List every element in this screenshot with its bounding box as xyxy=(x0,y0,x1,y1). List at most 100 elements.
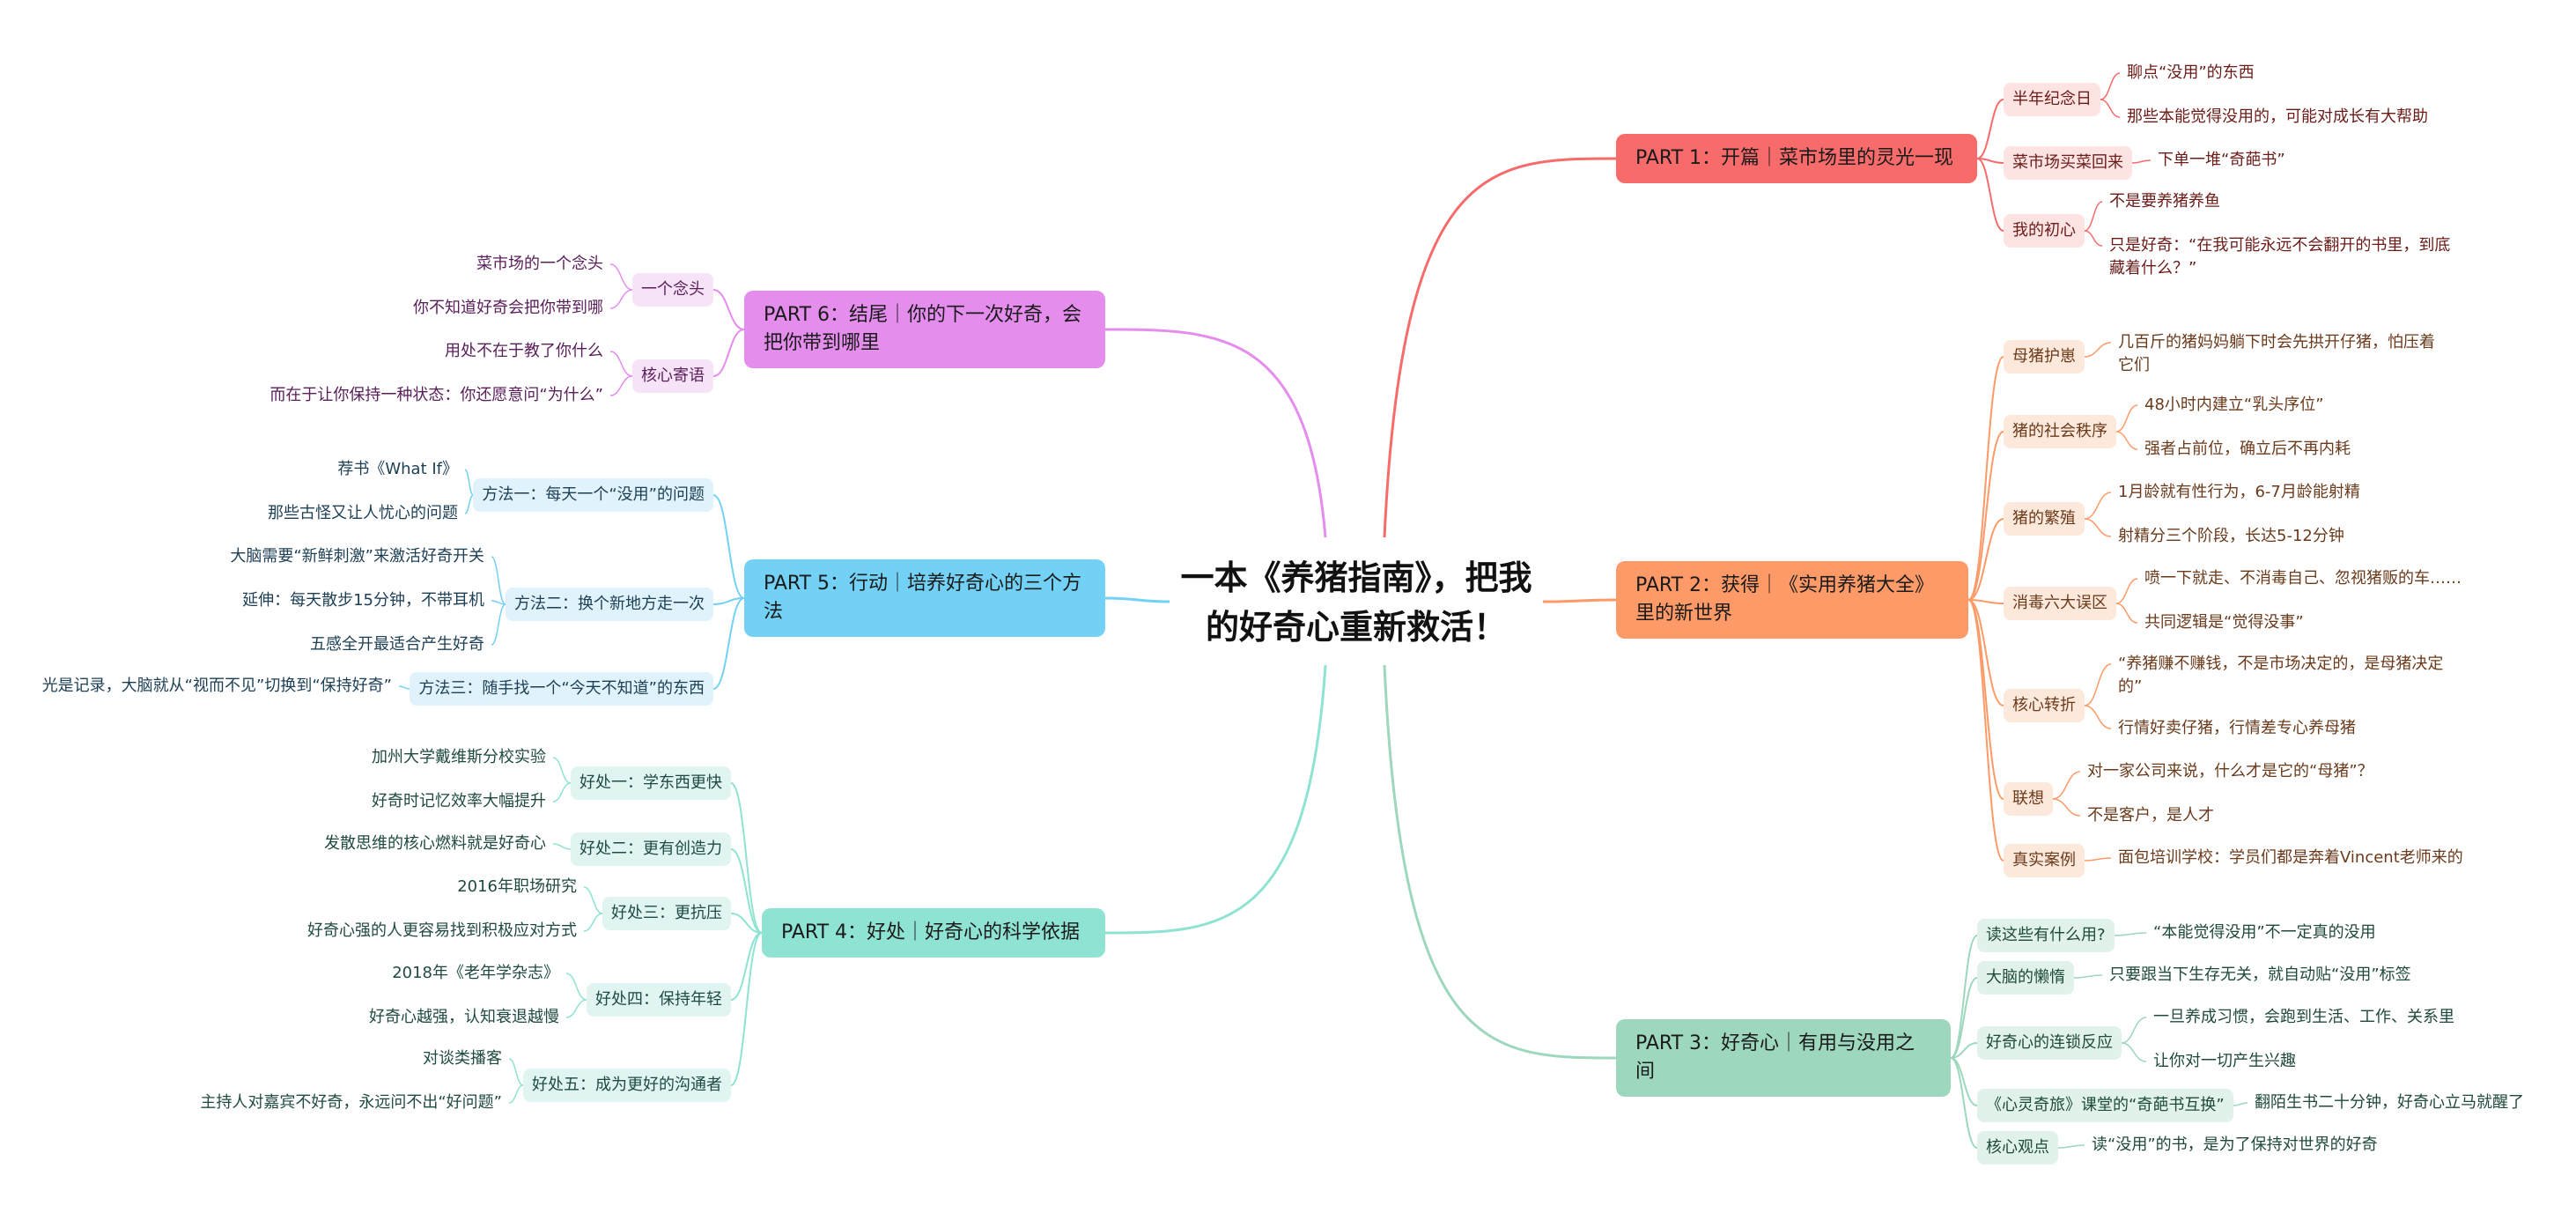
connector-line xyxy=(2052,771,2081,800)
connector-line xyxy=(712,494,745,599)
branch-label: 消毒六大误区 xyxy=(2012,594,2107,612)
branch[interactable]: 联想 xyxy=(2004,782,2053,816)
branch[interactable]: 方法二：换个新地方走一次 xyxy=(506,588,713,621)
connector-line xyxy=(2084,492,2112,520)
leaf-text: 面包培训学校：学员们都是奔着Vincent老师来的 xyxy=(2118,848,2463,867)
connector-line xyxy=(730,913,763,934)
leaf: “本能觉得没用”不一定真的没用 xyxy=(2153,921,2376,944)
leaf: 强者占前位，确立后不再内耗 xyxy=(2144,438,2351,461)
leaf: 射精分三个阶段，长达5-12分钟 xyxy=(2118,525,2344,548)
branch-market[interactable]: 菜市场买菜回来 xyxy=(2004,146,2132,180)
leaf-text: 荐书《What If》 xyxy=(337,460,458,478)
leaf: 面包培训学校：学员们都是奔着Vincent老师来的 xyxy=(2118,847,2463,869)
part-4-topic[interactable]: PART 4：好处｜好奇心的科学依据 xyxy=(762,908,1105,958)
connector-line xyxy=(1967,599,2004,800)
leaf: 菜市场的一个念头 xyxy=(476,253,603,276)
connector-line xyxy=(712,289,745,330)
leaf-text: 用处不在于教了你什么 xyxy=(445,342,603,360)
branch[interactable]: 好奇心的连锁反应 xyxy=(1977,1026,2122,1060)
branch[interactable]: 《心灵奇旅》课堂的“奇葩书互换” xyxy=(1977,1089,2233,1122)
leaf: 大脑需要“新鲜刺激”来激活好奇开关 xyxy=(230,545,484,568)
connector-line xyxy=(1950,935,1978,1059)
branch[interactable]: 消毒六大误区 xyxy=(2004,587,2116,620)
leaf-text: 1月龄就有性行为，6-7月龄能射精 xyxy=(2118,483,2360,501)
connector-line xyxy=(2084,342,2112,358)
branch-semiannual[interactable]: 半年纪念日 xyxy=(2004,83,2100,116)
branch-label: 核心寄语 xyxy=(641,366,705,385)
part-3-topic[interactable]: PART 3：好奇心｜有用与没用之间 xyxy=(1616,1019,1951,1097)
connector-line xyxy=(552,757,572,784)
leaf-text: 加州大学戴维斯分校实验 xyxy=(372,748,546,766)
branch[interactable]: 核心观点 xyxy=(1977,1131,2058,1165)
leaf-text: 48小时内建立“乳头序位” xyxy=(2144,396,2324,414)
branch-label: 《心灵奇旅》课堂的“奇葩书互换” xyxy=(1986,1096,2225,1114)
leaf-text: 2018年《老年学杂志》 xyxy=(392,964,559,982)
branch-label: 方法二：换个新地方走一次 xyxy=(514,595,705,613)
connector-line xyxy=(609,263,633,291)
leaf-text: 只要跟当下生存无关，就自动贴“没用”标签 xyxy=(2109,965,2411,984)
branch[interactable]: 好处四：保持年轻 xyxy=(587,983,731,1017)
leaf: 1月龄就有性行为，6-7月龄能射精 xyxy=(2118,481,2360,504)
part-6-topic[interactable]: PART 6：结尾｜你的下一次好奇，会把你带到哪里 xyxy=(744,291,1105,368)
leaf: 行情好卖仔猪，行情差专心养母猪 xyxy=(2118,717,2356,740)
leaf-text: 不是客户，是人才 xyxy=(2087,806,2214,825)
connector-line xyxy=(491,556,506,605)
leaf: 只是好奇：“在我可能永远不会翻开的书里，到底藏着什么？” xyxy=(2109,234,2453,280)
branch-label: 菜市场买菜回来 xyxy=(2012,153,2123,172)
connector-line xyxy=(508,1058,524,1086)
connector-line xyxy=(1104,328,1327,538)
branch[interactable]: 母猪护崽 xyxy=(2004,340,2085,374)
part-6-title: PART 6：结尾｜你的下一次好奇，会把你带到哪里 xyxy=(764,304,1082,354)
connector-line xyxy=(2115,431,2138,450)
branch-label: 好处四：保持年轻 xyxy=(595,990,722,1009)
branch[interactable]: 大脑的懒惰 xyxy=(1977,961,2074,995)
connector-line xyxy=(2073,974,2103,979)
connector-line xyxy=(583,886,603,914)
branch[interactable]: 方法三：随手找一个“今天不知道”的东西 xyxy=(410,672,713,706)
branch[interactable]: 猪的社会秩序 xyxy=(2004,415,2116,448)
leaf: 好奇心越强，认知衰退越慢 xyxy=(369,1006,559,1029)
part-2-topic[interactable]: PART 2：获得｜《实用养猪大全》里的新世界 xyxy=(1616,561,1968,639)
connector-line xyxy=(491,600,506,605)
branch-label: 核心转折 xyxy=(2012,696,2076,714)
connector-line xyxy=(609,375,633,396)
branch-label: 猪的社会秩序 xyxy=(2012,422,2107,440)
leaf: “养猪赚不赚钱，不是市场决定的，是母猪决定的” xyxy=(2118,653,2444,699)
branch[interactable]: 好处三：更抗压 xyxy=(602,897,731,930)
leaf-text: 翻陌生书二十分钟，好奇心立马就醒了 xyxy=(2255,1093,2524,1112)
connector-line xyxy=(1104,596,1170,603)
leaf: 加州大学戴维斯分校实验 xyxy=(372,746,546,769)
part-1-topic[interactable]: PART 1：开篇｜菜市场里的灵光一现 xyxy=(1616,134,1977,183)
branch-intent[interactable]: 我的初心 xyxy=(2004,214,2085,248)
connector-line xyxy=(1967,599,2004,862)
leaf-text: 一旦养成习惯，会跑到生活、工作、关系里 xyxy=(2153,1008,2454,1026)
leaf: 只要跟当下生存无关，就自动贴“没用”标签 xyxy=(2109,964,2411,987)
leaf: 而在于让你保持一种状态：你还愿意问“为什么” xyxy=(269,384,603,407)
branch[interactable]: 核心转折 xyxy=(2004,689,2085,722)
part-5-topic[interactable]: PART 5：行动｜培养好奇心的三个方法 xyxy=(744,559,1105,637)
branch[interactable]: 方法一：每天一个“没用”的问题 xyxy=(473,478,713,512)
branch[interactable]: 好处二：更有创造力 xyxy=(571,832,731,866)
branch[interactable]: 读这些有什么用? xyxy=(1977,919,2115,952)
connector-line xyxy=(609,289,633,309)
connector-line xyxy=(583,913,603,932)
branch[interactable]: 猪的繁殖 xyxy=(2004,502,2085,536)
branch[interactable]: 一个念头 xyxy=(632,273,713,307)
connector-line xyxy=(2233,1102,2248,1106)
central-topic[interactable]: 一本《养猪指南》，把我的好奇心重新救活！ xyxy=(1180,553,1532,650)
branch-label: 读这些有什么用? xyxy=(1986,926,2106,944)
branch[interactable]: 好处五：成为更好的沟通者 xyxy=(523,1069,731,1102)
leaf: 不是客户，是人才 xyxy=(2087,804,2214,827)
leaf-text: 让你对一切产生兴趣 xyxy=(2153,1052,2296,1070)
branch[interactable]: 真实案例 xyxy=(2004,844,2085,877)
branch[interactable]: 好处一：学东西更快 xyxy=(571,766,731,800)
branch[interactable]: 核心寄语 xyxy=(632,359,713,393)
connector-line xyxy=(2084,705,2112,729)
connector-line xyxy=(2100,99,2121,118)
leaf: 好奇时记忆效率大幅提升 xyxy=(372,790,546,813)
leaf-text: 光是记录，大脑就从“视而不见”切换到“保持好奇” xyxy=(41,677,392,695)
connector-line xyxy=(1542,598,1617,603)
connector-line xyxy=(464,494,474,514)
leaf-text: 2016年职场研究 xyxy=(457,877,577,896)
connector-line xyxy=(2084,857,2112,862)
